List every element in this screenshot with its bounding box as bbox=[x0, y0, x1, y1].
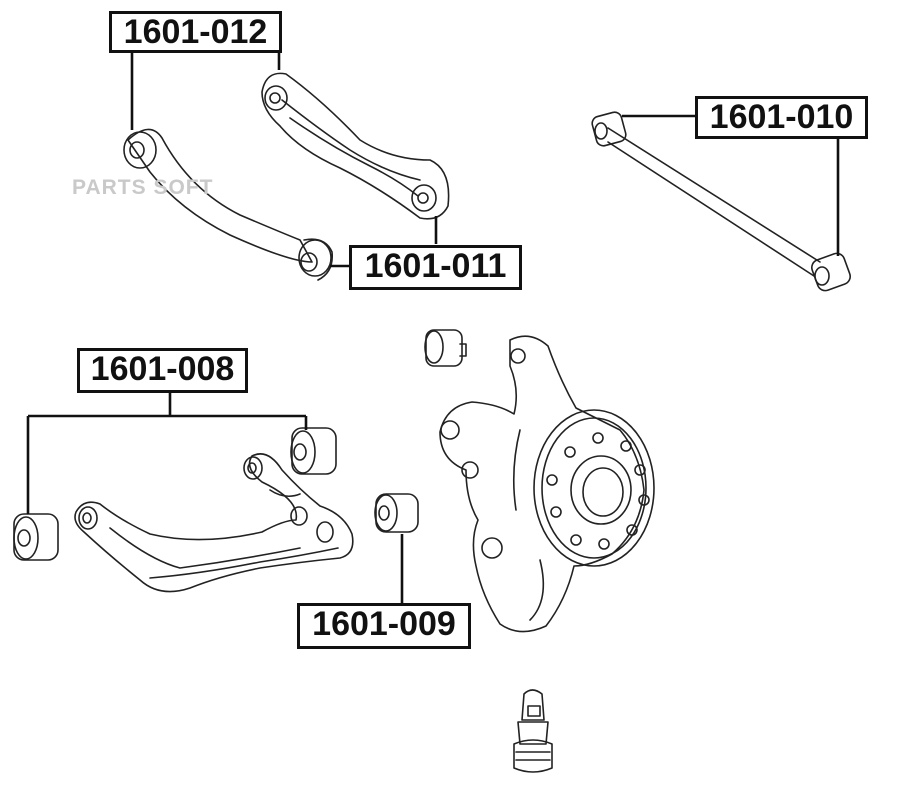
lower-control-arm bbox=[74, 453, 354, 593]
lower-arm-bushing-left bbox=[13, 513, 59, 561]
small-bushing bbox=[424, 329, 467, 367]
part-label-1601-009[interactable]: 1601-009 bbox=[297, 603, 471, 649]
leader-lines bbox=[26, 50, 840, 604]
watermark: PARTS SOFT bbox=[72, 176, 214, 199]
part-label-1601-010[interactable]: 1601-010 bbox=[695, 96, 868, 139]
part-label-1601-008[interactable]: 1601-008 bbox=[77, 348, 248, 393]
straight-rod bbox=[591, 111, 851, 292]
lower-arm-bushing-right bbox=[290, 427, 337, 475]
wheel-knuckle bbox=[439, 335, 655, 633]
part-label-1601-012[interactable]: 1601-012 bbox=[109, 11, 282, 53]
part-label-1601-011[interactable]: 1601-011 bbox=[349, 245, 522, 290]
ribbed-control-arm bbox=[261, 72, 450, 220]
ball-joint bbox=[513, 689, 553, 773]
curved-control-arm bbox=[123, 128, 334, 281]
knuckle-bushing bbox=[374, 493, 419, 533]
